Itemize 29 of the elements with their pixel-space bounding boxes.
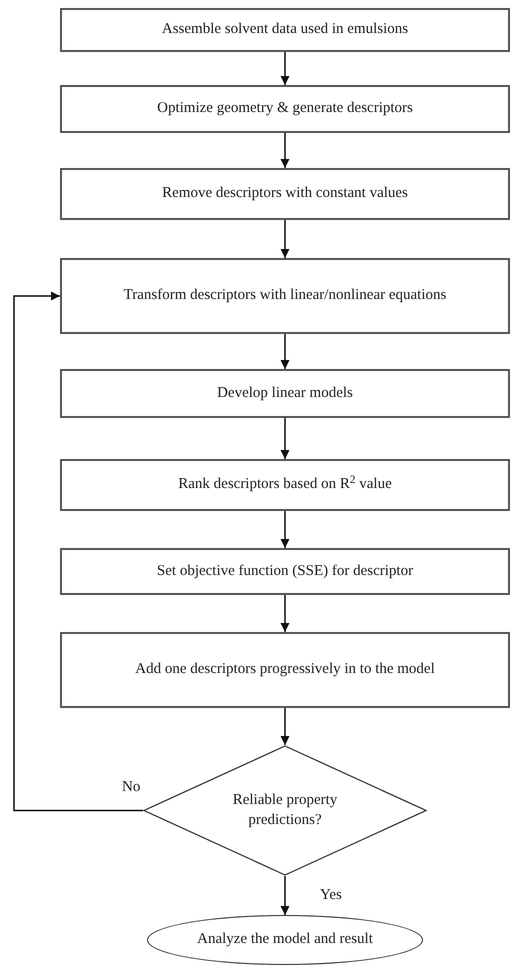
arrow (280, 418, 290, 459)
process-box (60, 168, 510, 220)
arrow (280, 511, 290, 548)
question-text: Reliable property predictions? (232, 791, 338, 830)
process-box (60, 85, 510, 133)
step-text: Add one descriptors progressively in to the model (135, 660, 435, 680)
arrow (280, 708, 290, 745)
process-box (60, 632, 510, 708)
arrow (280, 334, 290, 369)
step-text: Remove descriptors with constant values (162, 184, 408, 204)
arrow (280, 52, 290, 85)
step-text: Develop linear models (217, 384, 353, 403)
step-text: Optimize geometry & generate descriptors (157, 99, 413, 118)
process-box (60, 8, 510, 52)
arrow (280, 595, 290, 632)
process-box (60, 548, 510, 595)
step-text: Rank descriptors based on R$^{2}$ value (178, 475, 392, 494)
arrow (280, 220, 290, 258)
step-text: Analyze the model and result (197, 930, 373, 950)
arrow (280, 876, 290, 915)
step-text: Transform descriptors with linear/nonlinear equations (124, 286, 446, 306)
step-text: Assemble solvent data used in emulsions (162, 20, 408, 40)
step-text: Set objective function (SSE) for descriptor (156, 562, 414, 581)
arrow (13, 292, 143, 812)
process-box (60, 369, 510, 418)
decision-diamond (143, 745, 427, 876)
process-box (60, 258, 510, 334)
process-box (60, 459, 510, 511)
arrow (280, 133, 290, 168)
